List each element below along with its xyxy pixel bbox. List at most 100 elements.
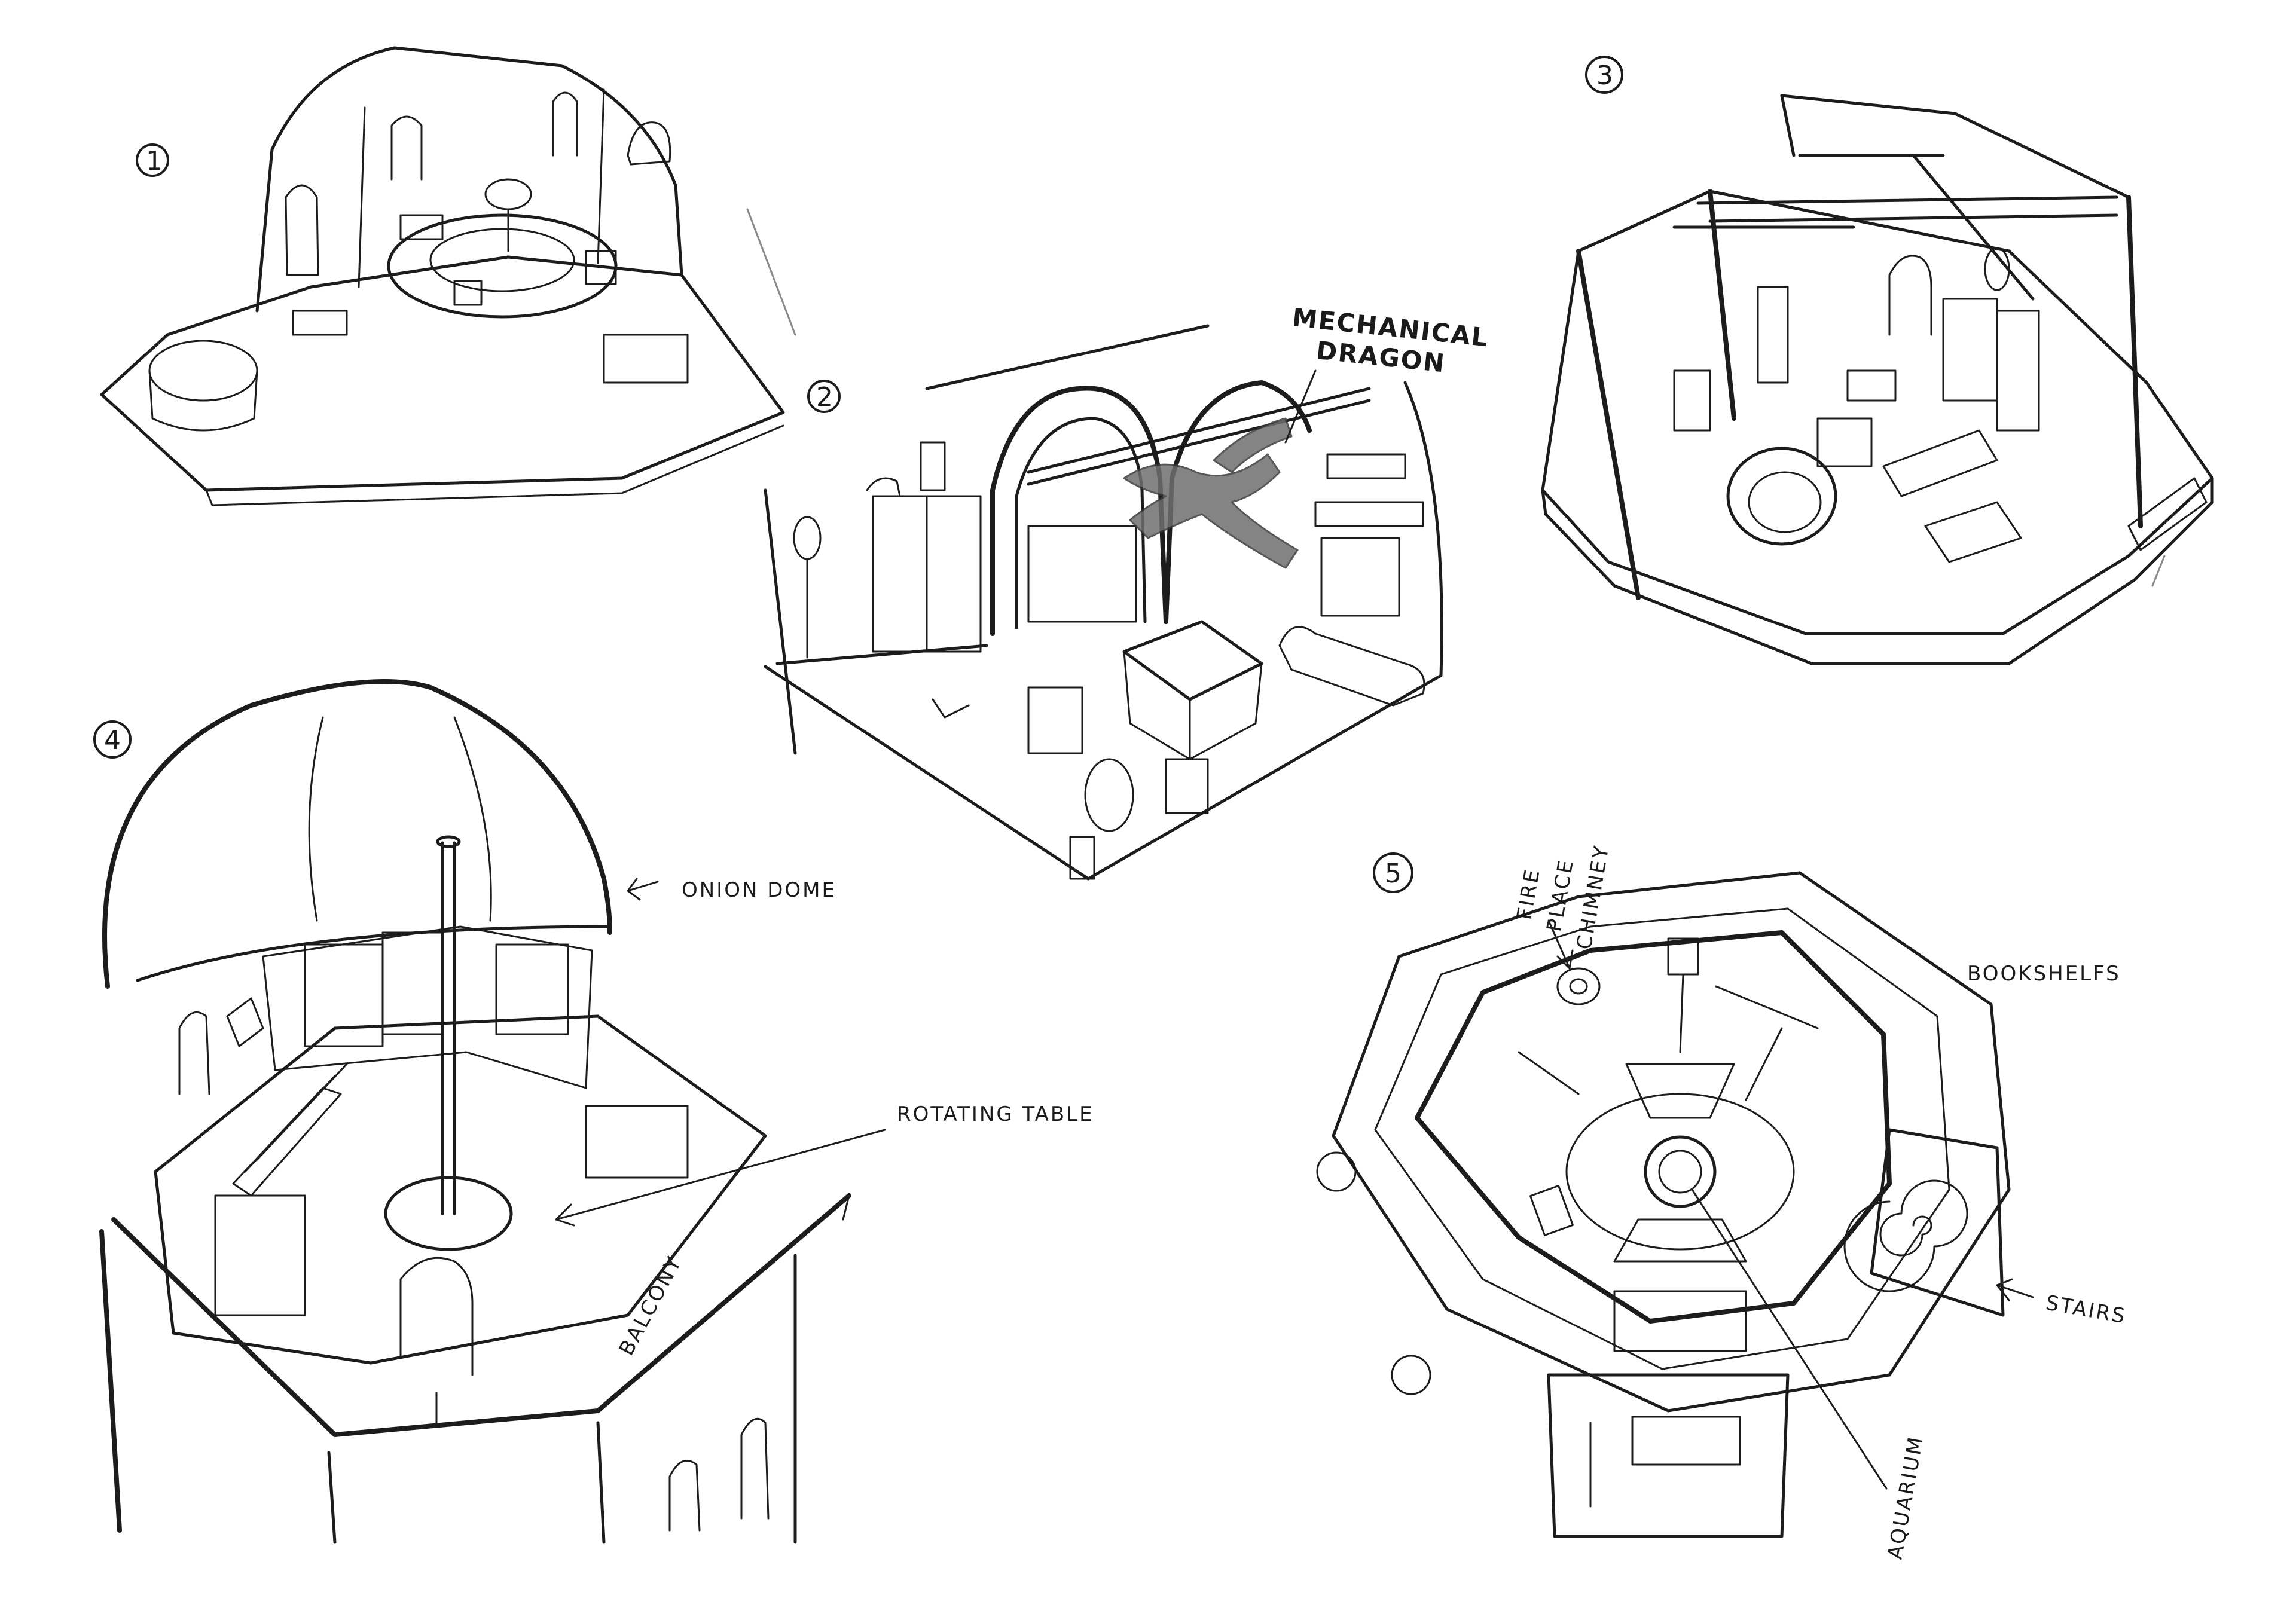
mechanical-dragon-pointer xyxy=(1284,369,1317,444)
fireplace-label-line1: FIRE xyxy=(1512,866,1544,921)
sketch-3-number-circle xyxy=(1585,56,1623,94)
sketch-1-number: 1 xyxy=(146,146,163,176)
sketch-4-arched-door xyxy=(399,1257,474,1376)
sketch-2-rod xyxy=(1027,399,1371,486)
sketch-4-dome-left xyxy=(102,679,433,989)
aquarium-label: AQUARIUM xyxy=(1883,1434,1928,1561)
sketch-5-column xyxy=(1391,1355,1431,1395)
sketch-4-number-circle xyxy=(93,720,132,759)
sketch-3-cabinet xyxy=(1673,369,1711,432)
sketch-2-desk-side xyxy=(1189,662,1263,760)
sketch-1-lamp xyxy=(484,178,532,210)
sketch-2-bookshelf xyxy=(1027,525,1137,623)
sketch-4-dome-tower: 4 xyxy=(93,679,1092,1544)
sketch-3-cutaway-room: 3 xyxy=(1541,56,2214,665)
sketch-4-tower-corner xyxy=(327,1451,337,1544)
sketch-2-chair xyxy=(1027,686,1083,754)
sketch-1-chair xyxy=(585,250,617,285)
bookshelfs-label: BOOKSHELFS xyxy=(1967,962,2121,986)
sketch-4-arch-window xyxy=(178,1011,210,1095)
sketch-4-pole-top xyxy=(436,835,461,848)
sketch-4-balcony-floor xyxy=(154,1014,767,1365)
sketch-5-number-circle xyxy=(1373,852,1413,893)
sketch-3-beam xyxy=(1708,213,2118,223)
sketch-1-round-tower xyxy=(148,340,258,402)
sketch-3-door xyxy=(1757,286,1789,384)
sketch-3-sofa xyxy=(1924,501,2022,563)
sketch-1-window xyxy=(552,91,578,157)
sketch-1-round-tower-body xyxy=(148,369,258,432)
sketch-3-wall-top xyxy=(1577,189,1712,253)
sketch-4-tower-corner xyxy=(596,1421,606,1544)
sketch-5-stairs-room xyxy=(1870,1128,2005,1317)
sketch-5-floor-plan: 5 FIRE PLACE xyxy=(1316,843,2129,1561)
sketch-4-number: 4 xyxy=(104,725,121,756)
sketch-3-inner-corner xyxy=(1708,189,1736,421)
sketch-4-dome-rib xyxy=(453,716,492,922)
sketch-2-floor-right xyxy=(1086,674,1443,881)
sketch-4-stairs xyxy=(232,1087,342,1197)
sketch-4-dome-right xyxy=(428,685,612,935)
sketch-3-round-pool xyxy=(1726,447,1837,546)
sketch-5-sofa xyxy=(1613,1290,1747,1352)
sketch-3-construction-line xyxy=(2151,555,2166,587)
fireplace-arrowhead xyxy=(1556,949,1574,970)
sketch-1-floor xyxy=(100,255,785,492)
sketch-4-horn xyxy=(842,1194,850,1221)
sketch-3-armchair xyxy=(1816,417,1873,467)
sketch-3-chair xyxy=(1846,369,1897,402)
sketch-5-chair xyxy=(1529,1185,1574,1236)
sketch-5-fireplace-inner xyxy=(1569,978,1588,995)
sketch-5-table xyxy=(1613,1218,1747,1263)
onion-dome-pointer xyxy=(627,881,659,892)
sketch-3-arch-window xyxy=(1888,255,1932,336)
sketch-5-outer-octagon xyxy=(1332,871,2011,1413)
sketch-4-shield xyxy=(226,997,264,1047)
sketch-2-desk-body xyxy=(1123,650,1191,760)
sketch-2-left-edge xyxy=(764,488,797,755)
sketch-4-parapet-top xyxy=(111,1193,851,1437)
sketch-3-beam xyxy=(1780,94,1796,157)
sketch-1-chair xyxy=(453,280,483,306)
sketch-4-tower-window xyxy=(740,1417,770,1520)
sketch-4-dome-base xyxy=(136,925,612,982)
sketch-2-floor-front xyxy=(764,665,1090,881)
sketch-4-window-grid xyxy=(495,943,569,1035)
aquarium-pointer xyxy=(1691,1188,1888,1490)
sketch-5-annex-room xyxy=(1547,1373,1790,1538)
onion-dome-label: ONION DOME xyxy=(682,878,836,902)
sketch-4-crate xyxy=(585,1105,689,1179)
sketch-5-aquarium-inner xyxy=(1658,1150,1702,1194)
sketch-1-floor-edge xyxy=(205,424,784,506)
sketch-2-post xyxy=(1069,836,1095,880)
sketch-5-spiral-stairs xyxy=(1843,1179,1968,1292)
sketch-5-column xyxy=(1316,1151,1357,1192)
sketch-2-right-edge xyxy=(1403,381,1443,677)
sketch-3-beam xyxy=(1780,94,1957,115)
sketch-3-platform xyxy=(1541,189,2214,635)
onion-dome-arrowhead xyxy=(627,878,641,901)
stairs-arrowhead xyxy=(1996,1278,2013,1301)
sketch-3-wall-left xyxy=(1576,249,1641,600)
sketch-2-shelf xyxy=(1314,501,1424,527)
sketch-1-cabinet xyxy=(603,334,689,384)
sketch-2-object xyxy=(866,477,901,497)
sketch-1-table xyxy=(429,228,575,292)
sketch-3-lantern xyxy=(1984,247,2010,291)
sketch-1-armchair xyxy=(627,121,671,166)
sketch-2-arch-window xyxy=(990,386,1168,636)
sketch-2-shelf xyxy=(1326,453,1406,479)
sketch-4-inner-wall xyxy=(262,925,593,1089)
rotating-table-arrowhead xyxy=(555,1203,575,1227)
sketch-5-aquarium xyxy=(1644,1135,1717,1208)
sketch-4-tower-window xyxy=(668,1459,701,1532)
sketch-4-window-grid xyxy=(304,943,384,1047)
sketch-5-wall-band xyxy=(1374,907,1950,1370)
sketch-1-window xyxy=(390,115,423,181)
sketch-5-inner-octagon xyxy=(1415,930,1892,1324)
sketch-3-round-pool-inner xyxy=(1748,471,1822,533)
sketch-1-wall-seam xyxy=(597,88,605,264)
sketch-1-window xyxy=(285,184,319,276)
sketch-5-chimney-line xyxy=(1679,973,1684,1053)
sketch-1-wall-seam xyxy=(358,106,366,288)
